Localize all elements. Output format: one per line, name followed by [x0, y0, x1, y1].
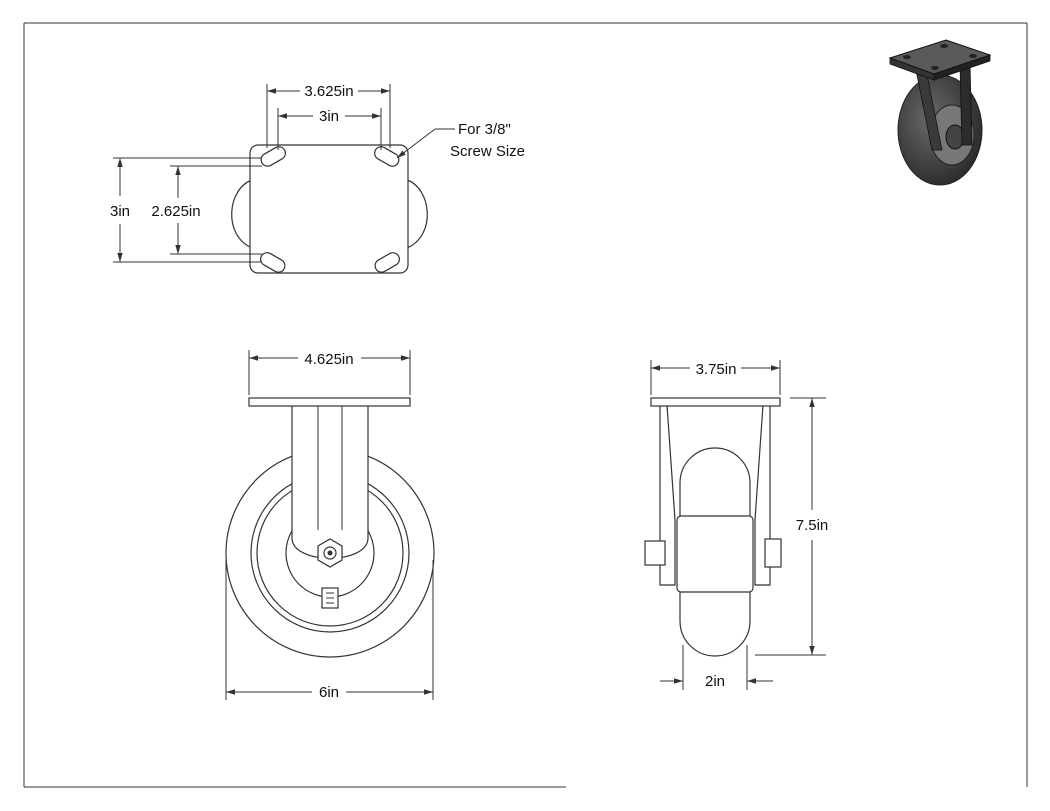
- dim-top-hole-inner-width: 3in: [319, 108, 339, 125]
- mounting-hole-bottom-right: [374, 252, 400, 273]
- top-view-wheel-right: [406, 179, 428, 249]
- screw-size-note-line1: For 3/8": [458, 121, 511, 138]
- top-plate: [249, 144, 409, 274]
- front-fork: [291, 405, 369, 559]
- side-view: 3.75in 7.5in 2in: [644, 360, 829, 690]
- dim-front-plate-width: 4.625in: [304, 351, 353, 368]
- dim-overall-height: 7.5in: [796, 517, 829, 534]
- dim-top-plate-height: 3in: [110, 203, 130, 220]
- dim-wheel-width: 2in: [705, 673, 725, 690]
- screw-size-note-line2: Screw Size: [450, 143, 525, 160]
- mounting-hole-bottom-left: [260, 252, 286, 273]
- top-view: 3.625in 3in 3in 2.625in For 3/8" Screw S…: [110, 83, 525, 274]
- drawing-border: [23, 22, 1028, 788]
- top-view-wheel-left: [231, 179, 253, 249]
- side-hub: [676, 515, 754, 593]
- side-axle-bolt: [644, 540, 666, 566]
- mounting-holes: [260, 146, 400, 273]
- side-axle-nut: [764, 538, 782, 568]
- dim-top-hole-height: 2.625in: [151, 203, 200, 220]
- front-top-plate: [248, 397, 411, 407]
- dim-top-hole-width: 3.625in: [304, 83, 353, 100]
- front-view: 4.625in 6in: [225, 350, 435, 701]
- dim-wheel-diameter: 6in: [319, 684, 339, 701]
- dim-side-plate-width: 3.75in: [696, 361, 737, 378]
- mounting-hole-top-right: [374, 146, 400, 167]
- isometric-caster-icon: [888, 39, 992, 186]
- iso-fork-right: [959, 64, 973, 146]
- mounting-hole-top-left: [260, 146, 286, 167]
- side-top-plate: [650, 397, 781, 407]
